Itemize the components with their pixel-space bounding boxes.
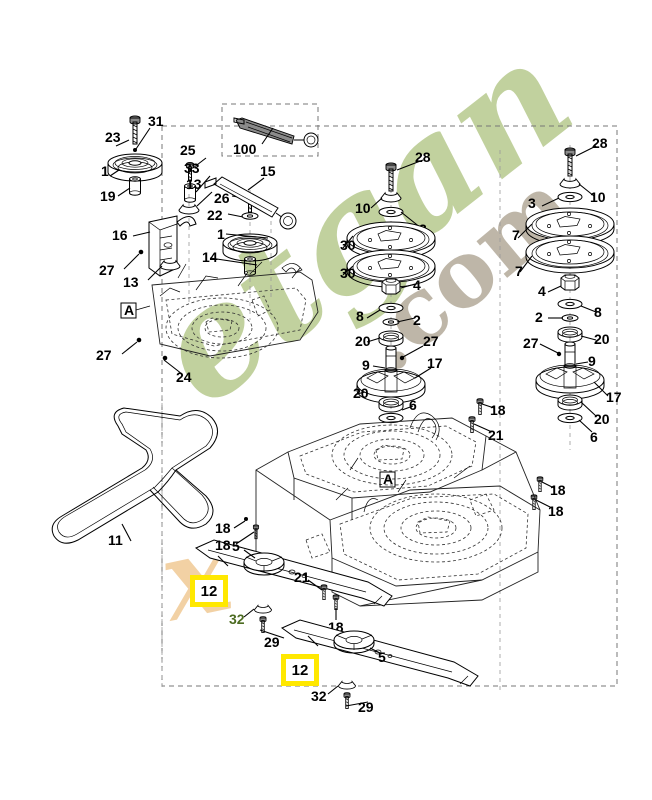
callout-13-lower: 13 xyxy=(123,274,139,290)
callout-29-upper: 29 xyxy=(264,634,280,650)
callout-8-center: 8 xyxy=(356,308,364,324)
callout-6-center: 6 xyxy=(409,397,417,413)
callout-100: 100 xyxy=(233,141,257,157)
callout-32-upper: 32 xyxy=(229,611,245,627)
callout-18-e: 18 xyxy=(215,537,231,553)
section-marker-a-left: A xyxy=(124,302,134,318)
callout-1-lower: 1 xyxy=(217,226,225,242)
callout-32-lower: 32 xyxy=(311,688,327,704)
callout-18-b: 18 xyxy=(550,482,566,498)
callout-21-b: 21 xyxy=(294,569,310,585)
callout-18-d: 18 xyxy=(215,520,231,536)
callout-1-upper: 1 xyxy=(101,163,109,179)
callout-11: 11 xyxy=(108,532,123,548)
callout-29-lower: 29 xyxy=(358,699,374,715)
callout-9-center: 9 xyxy=(362,357,370,373)
callout-26: 26 xyxy=(214,190,230,206)
callout-8-right: 8 xyxy=(594,304,602,320)
callout-20-a: 20 xyxy=(355,333,371,349)
callout-21-a: 21 xyxy=(488,427,504,443)
callout-25: 25 xyxy=(180,142,196,158)
callout-14: 14 xyxy=(202,249,218,265)
callout-24: 24 xyxy=(176,369,192,385)
callout-22: 22 xyxy=(207,207,223,223)
callout-27-a: 27 xyxy=(99,262,115,278)
section-marker-a-center: A xyxy=(383,471,393,487)
callout-33: 33 xyxy=(184,160,200,176)
callout-15: 15 xyxy=(260,163,276,179)
callout-5-upper: 5 xyxy=(232,538,240,554)
callout-31: 31 xyxy=(148,113,164,129)
callout-3-right: 3 xyxy=(528,195,536,211)
callout-2-center: 2 xyxy=(413,312,421,328)
callout-4-center: 4 xyxy=(413,277,421,293)
callout-17-right: 17 xyxy=(606,389,622,405)
callout-28-center: 28 xyxy=(415,149,431,165)
callout-19: 19 xyxy=(100,188,116,204)
callout-30-a: 30 xyxy=(340,237,356,253)
callout-30-b: 30 xyxy=(340,265,356,281)
callout-7-a: 7 xyxy=(512,227,520,243)
callout-23: 23 xyxy=(105,129,121,145)
callout-20-b: 20 xyxy=(353,385,369,401)
highlight-box-12-lower[interactable]: 12 xyxy=(281,654,319,686)
callout-4-right: 4 xyxy=(538,283,546,299)
callout-10-right: 10 xyxy=(590,189,606,205)
callout-18-a: 18 xyxy=(490,402,506,418)
callout-5-lower: 5 xyxy=(378,649,386,665)
callout-27-right: 27 xyxy=(523,335,539,351)
highlight-box-12-upper[interactable]: 12 xyxy=(190,575,228,607)
callout-2-right: 2 xyxy=(535,309,543,325)
callout-16: 16 xyxy=(112,227,128,243)
callout-20-c: 20 xyxy=(594,331,610,347)
callout-17-center: 17 xyxy=(427,355,443,371)
callout-18-c: 18 xyxy=(548,503,564,519)
callout-10-center: 10 xyxy=(355,200,371,216)
callout-28-right: 28 xyxy=(592,135,608,151)
callout-27-b: 27 xyxy=(96,347,112,363)
callout-9-right: 9 xyxy=(588,353,596,369)
callout-13-upper: 13 xyxy=(186,176,202,192)
callout-6-right: 6 xyxy=(590,429,598,445)
callout-7-b: 7 xyxy=(515,263,523,279)
callout-27-center: 27 xyxy=(423,333,439,349)
callout-20-d: 20 xyxy=(594,411,610,427)
